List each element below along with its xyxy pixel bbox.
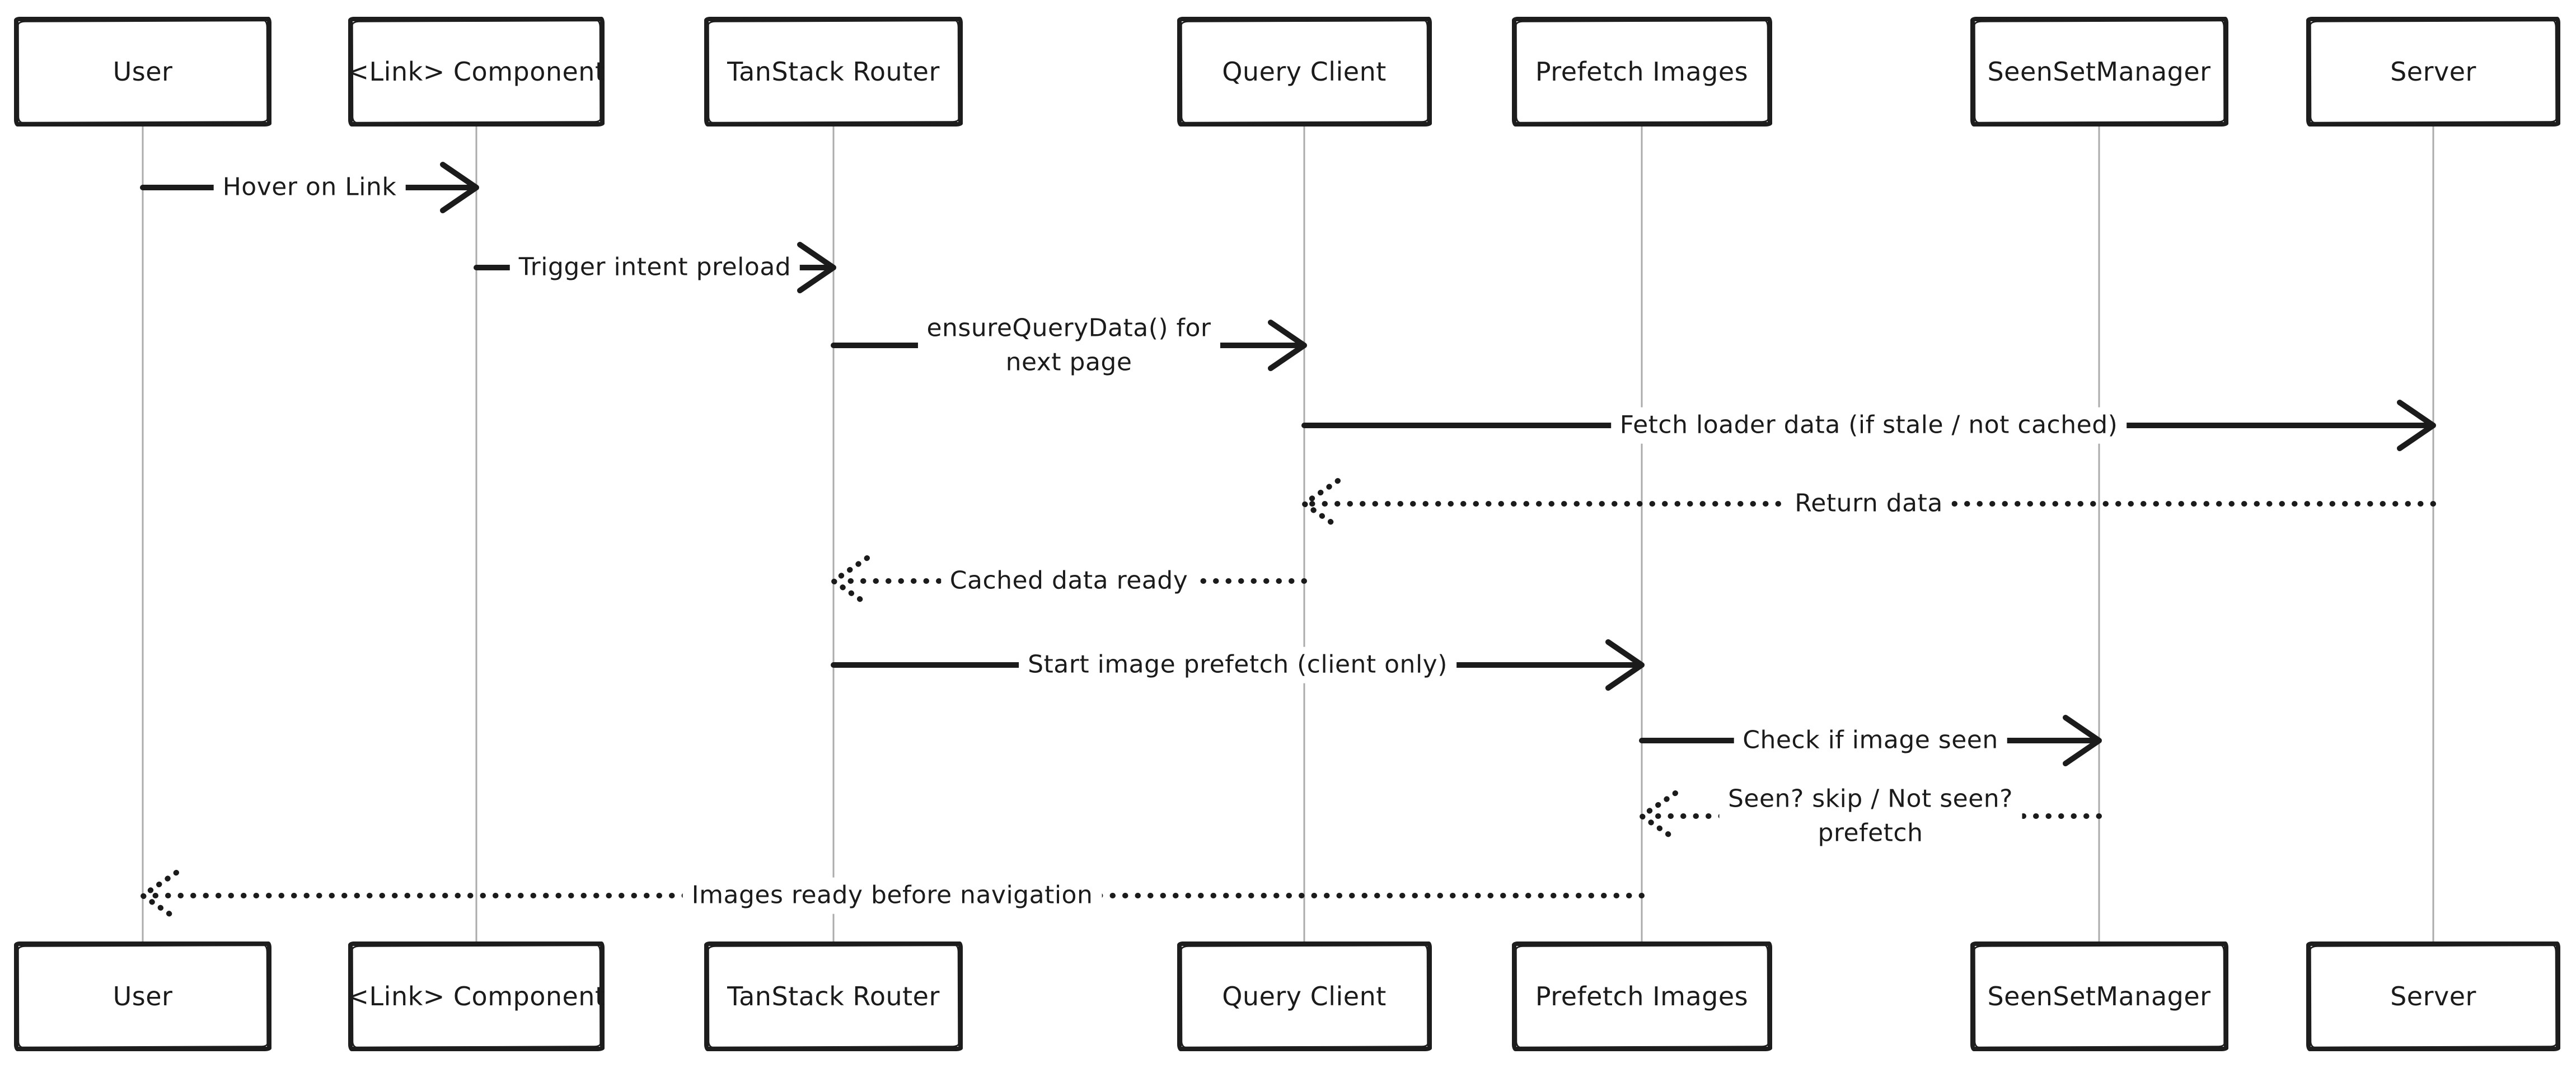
actor-box-queryclient-top: Query Client (1177, 17, 1432, 127)
actor-box-server-bottom: Server (2306, 941, 2560, 1051)
actor-label-router: TanStack Router (727, 981, 940, 1011)
message-label-6: Start image prefetch (client only) (1019, 647, 1456, 683)
arrowhead-7 (2063, 715, 2102, 766)
actor-label-user: User (113, 981, 173, 1011)
actor-label-seenset: SeenSetManager (1987, 57, 2211, 87)
actor-label-link: <Link> Component (347, 57, 606, 87)
arrowhead-0 (440, 162, 479, 213)
actor-box-link-bottom: <Link> Component (348, 941, 605, 1051)
message-label-5: Cached data ready (940, 563, 1197, 599)
actor-box-user-bottom: User (14, 941, 271, 1051)
actor-box-router-top: TanStack Router (704, 17, 963, 127)
actor-box-prefetch-top: Prefetch Images (1511, 17, 1772, 127)
arrowhead-8 (1639, 790, 1678, 842)
message-label-0: Hover on Link (213, 169, 406, 206)
actor-box-queryclient-bottom: Query Client (1177, 941, 1432, 1051)
arrowhead-1 (797, 242, 836, 293)
message-label-7: Check if image seen (1734, 722, 2007, 759)
actor-label-seenset: SeenSetManager (1987, 981, 2211, 1011)
actor-box-seenset-top: SeenSetManager (1970, 17, 2228, 127)
arrowhead-5 (831, 555, 870, 607)
actor-box-user-top: User (14, 17, 271, 127)
actor-label-prefetch: Prefetch Images (1535, 981, 1749, 1011)
arrowhead-2 (1268, 320, 1307, 371)
message-label-8: Seen? skip / Not seen? prefetch (1718, 781, 2022, 851)
actor-label-server: Server (2390, 57, 2476, 87)
actor-box-router-bottom: TanStack Router (704, 941, 963, 1051)
actor-box-prefetch-bottom: Prefetch Images (1511, 941, 1772, 1051)
actor-label-link: <Link> Component (347, 981, 606, 1011)
actor-label-user: User (113, 57, 173, 87)
actor-label-queryclient: Query Client (1222, 981, 1387, 1011)
arrowhead-3 (2397, 400, 2436, 451)
actor-label-prefetch: Prefetch Images (1535, 57, 1749, 87)
message-label-3: Fetch loader data (if stale / not cached… (1610, 407, 2127, 444)
actor-label-server: Server (2390, 981, 2476, 1011)
message-label-4: Return data (1786, 485, 1952, 522)
actor-box-link-top: <Link> Component (348, 17, 605, 127)
actor-label-queryclient: Query Client (1222, 57, 1387, 87)
arrowhead-4 (1301, 478, 1341, 530)
arrowhead-6 (1605, 639, 1645, 691)
arrowhead-9 (140, 870, 179, 921)
actor-box-seenset-bottom: SeenSetManager (1970, 941, 2228, 1051)
actor-label-router: TanStack Router (727, 57, 940, 87)
actor-box-server-top: Server (2306, 17, 2560, 127)
message-label-2: ensureQueryData() for next page (917, 310, 1220, 381)
message-label-1: Trigger intent preload (509, 249, 800, 286)
message-label-9: Images ready before navigation (682, 877, 1102, 914)
